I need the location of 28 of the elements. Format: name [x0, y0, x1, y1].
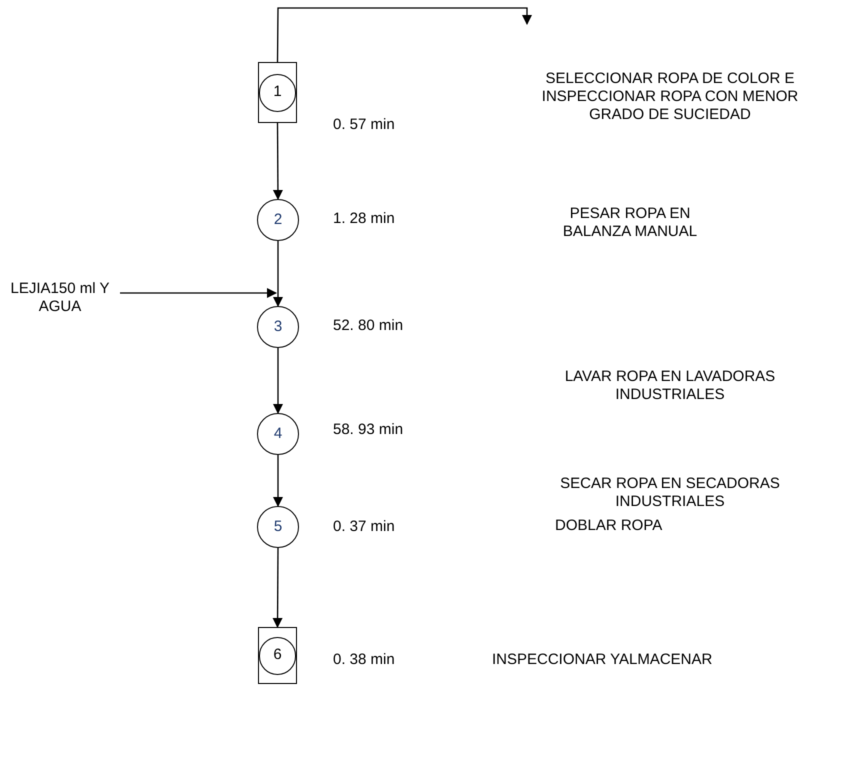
step-description: DOBLAR ROPA — [555, 517, 664, 535]
operation-inspection-symbol — [258, 627, 297, 684]
operation-inspection-symbol — [258, 62, 297, 123]
arrow — [272, 123, 283, 200]
arrow — [273, 348, 283, 414]
step-number: 2 — [274, 210, 282, 230]
input-label: LEJIA150 ml Y AGUA — [10, 280, 110, 316]
step-description: SECAR ROPA EN SECADORAS INDUSTRIALES — [559, 475, 781, 511]
step-number: 1 — [273, 82, 282, 102]
arrow — [272, 548, 283, 628]
step-number: 5 — [274, 516, 282, 537]
duration-label: 0. 37 min — [333, 518, 396, 536]
arrow — [120, 288, 277, 298]
arrow — [273, 455, 283, 507]
step-description: PESAR ROPA EN BALANZA MANUAL — [562, 205, 698, 241]
duration-label: 0. 38 min — [333, 651, 396, 669]
duration-label: 1. 28 min — [333, 210, 396, 228]
step-description: INSPECCIONAR YALMACENAR — [492, 651, 714, 669]
duration-label: 52. 80 min — [333, 317, 404, 335]
arrow — [276, 7, 532, 62]
step-number: 6 — [273, 645, 282, 666]
step-number: 3 — [274, 316, 282, 337]
step-number: 4 — [274, 424, 282, 444]
duration-label: 0. 57 min — [333, 116, 396, 134]
step-description: LAVAR ROPA EN LAVADORAS INDUSTRIALES — [564, 368, 776, 404]
step-description: SELECCIONAR ROPA DE COLOR E INSPECCIONAR ROPA CON MENOR GRADO DE SUCIEDAD — [540, 70, 800, 124]
duration-label: 58. 93 min — [333, 421, 404, 439]
arrow — [273, 241, 283, 307]
